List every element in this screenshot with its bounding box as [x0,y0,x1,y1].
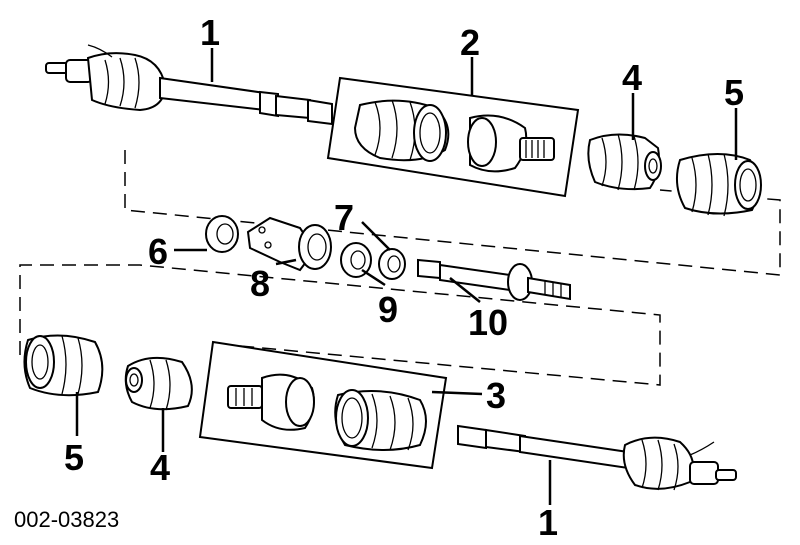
callout-6: 6 [148,231,168,272]
bearing [340,242,372,278]
callout-5-top: 5 [724,72,744,113]
dashed-region-lower [19,264,661,386]
callout-1-bottom: 1 [538,502,558,543]
axle-shaft-top [45,44,333,126]
callout-4-bottom: 4 [150,447,170,488]
leader-lines [75,48,738,505]
bearing-small [378,248,406,280]
callout-10: 10 [468,302,508,343]
seal [205,215,239,253]
figure-code: 002-03823 [14,507,119,532]
callout-8: 8 [250,263,270,304]
callout-9: 9 [378,289,398,330]
boot-large-bottom [23,334,104,397]
callout-5-bottom: 5 [64,437,84,478]
callout-7: 7 [334,197,354,238]
cv-joint-kit-bottom [198,340,448,470]
axle-shaft-bottom [457,424,737,491]
callout-3: 3 [486,375,506,416]
boot-large-top [675,153,762,217]
callout-2: 2 [460,22,480,63]
boot-small-top [587,133,662,191]
callout-1-top: 1 [200,12,220,53]
cv-joint-kit-top [326,76,580,198]
callout-4-top: 4 [622,57,642,98]
boot-small-bottom [124,356,193,411]
bearing-bracket [246,216,332,272]
intermediate-shaft [417,258,571,301]
